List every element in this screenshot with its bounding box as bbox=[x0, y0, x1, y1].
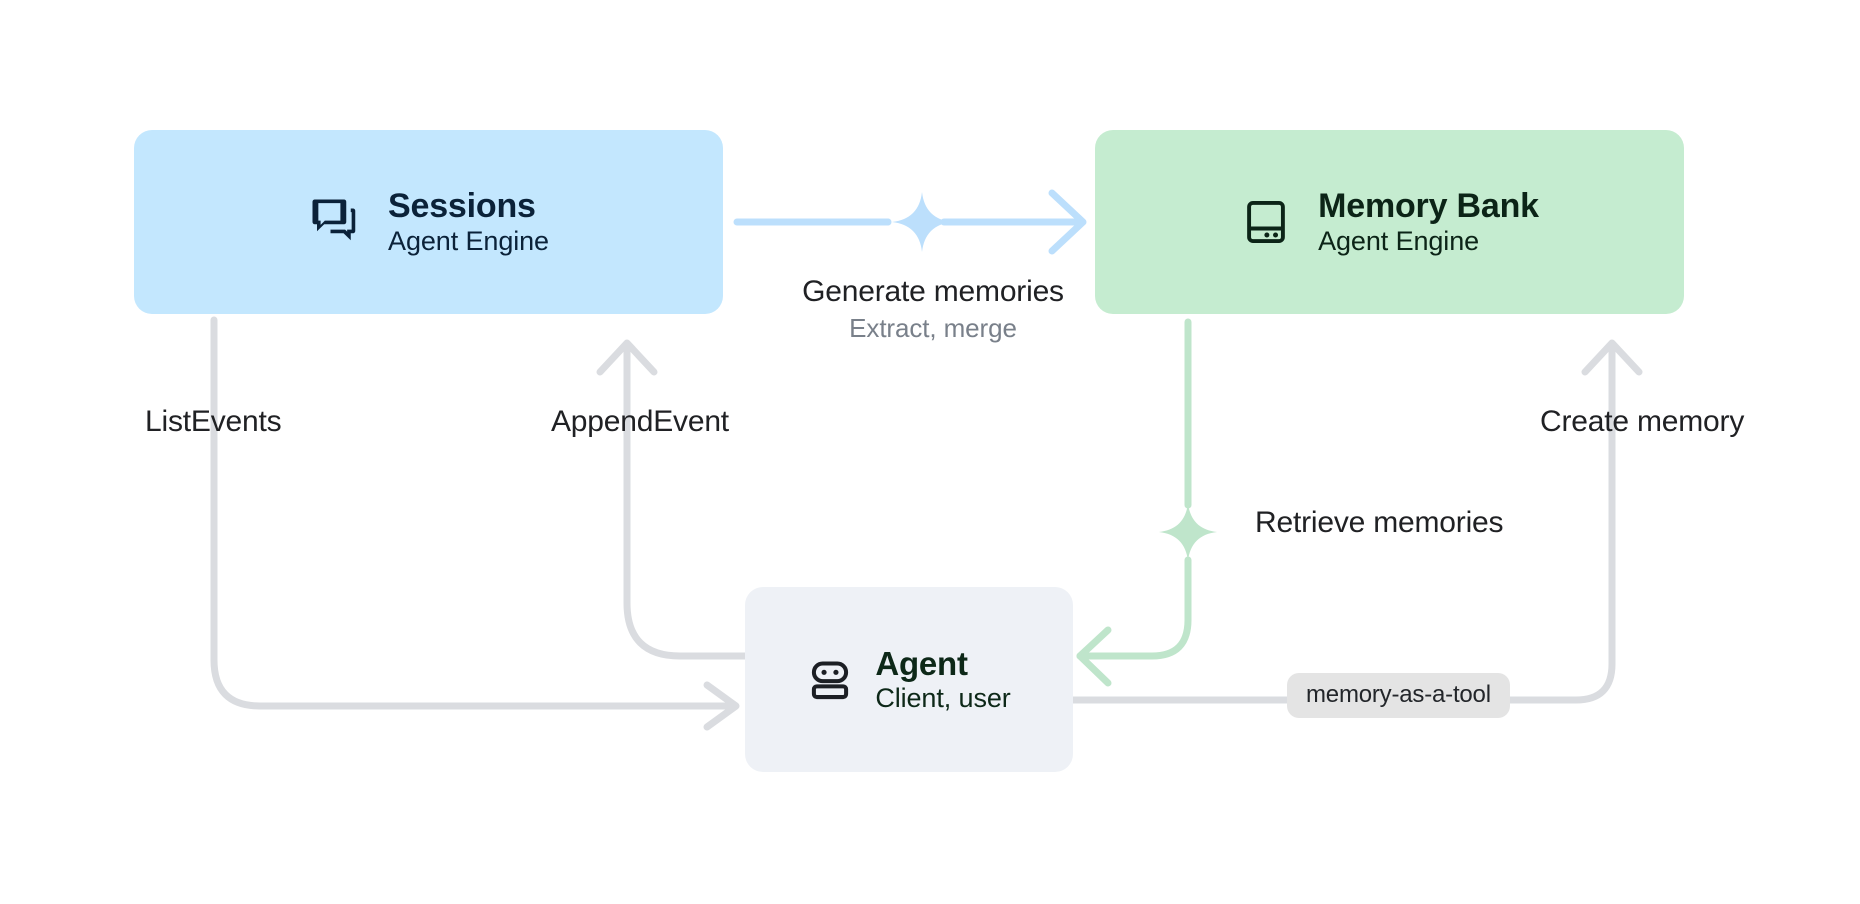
node-subtitle: Agent Engine bbox=[388, 225, 549, 256]
edge-generate-memories bbox=[733, 189, 1087, 255]
edge-label-append-event: AppendEvent bbox=[551, 405, 729, 439]
node-sessions[interactable]: Sessions Agent Engine bbox=[134, 130, 723, 314]
node-memory-bank[interactable]: Memory Bank Agent Engine bbox=[1095, 130, 1684, 314]
node-agent[interactable]: Agent Client, user bbox=[745, 587, 1073, 772]
edge-retrieve-memories bbox=[1076, 318, 1192, 687]
node-title: Agent bbox=[875, 645, 968, 683]
edge-label-sub: Extract, merge bbox=[849, 313, 1017, 343]
edge-label-generate-memories: Generate memories Extract, merge bbox=[802, 275, 1064, 344]
edge-label-main: Create memory bbox=[1540, 405, 1745, 438]
node-title: Memory Bank bbox=[1318, 187, 1539, 226]
sparkle-icon-generate bbox=[892, 192, 952, 252]
edge-label-main: AppendEvent bbox=[551, 405, 729, 438]
edge-list-events bbox=[210, 316, 740, 731]
robot-icon bbox=[812, 661, 849, 699]
edge-label-main: Generate memories bbox=[802, 275, 1064, 308]
edge-label-retrieve-memories: Retrieve memories bbox=[1255, 506, 1504, 540]
database-icon bbox=[1247, 200, 1285, 244]
memory-as-a-tool-badge: memory-as-a-tool bbox=[1287, 673, 1510, 718]
edge-create-memory bbox=[1069, 339, 1643, 704]
edge-label-main: Retrieve memories bbox=[1255, 506, 1504, 539]
edge-label-list-events: ListEvents bbox=[145, 405, 282, 439]
node-subtitle: Client, user bbox=[875, 682, 1011, 713]
edge-label-main: ListEvents bbox=[145, 405, 282, 438]
forum-icon bbox=[312, 199, 356, 241]
node-subtitle: Agent Engine bbox=[1318, 225, 1480, 256]
node-title: Sessions bbox=[388, 187, 536, 226]
edge-label-create-memory: Create memory bbox=[1540, 405, 1744, 439]
edge-append-event bbox=[596, 339, 749, 660]
sparkle-icon-retrieve bbox=[1158, 502, 1218, 562]
